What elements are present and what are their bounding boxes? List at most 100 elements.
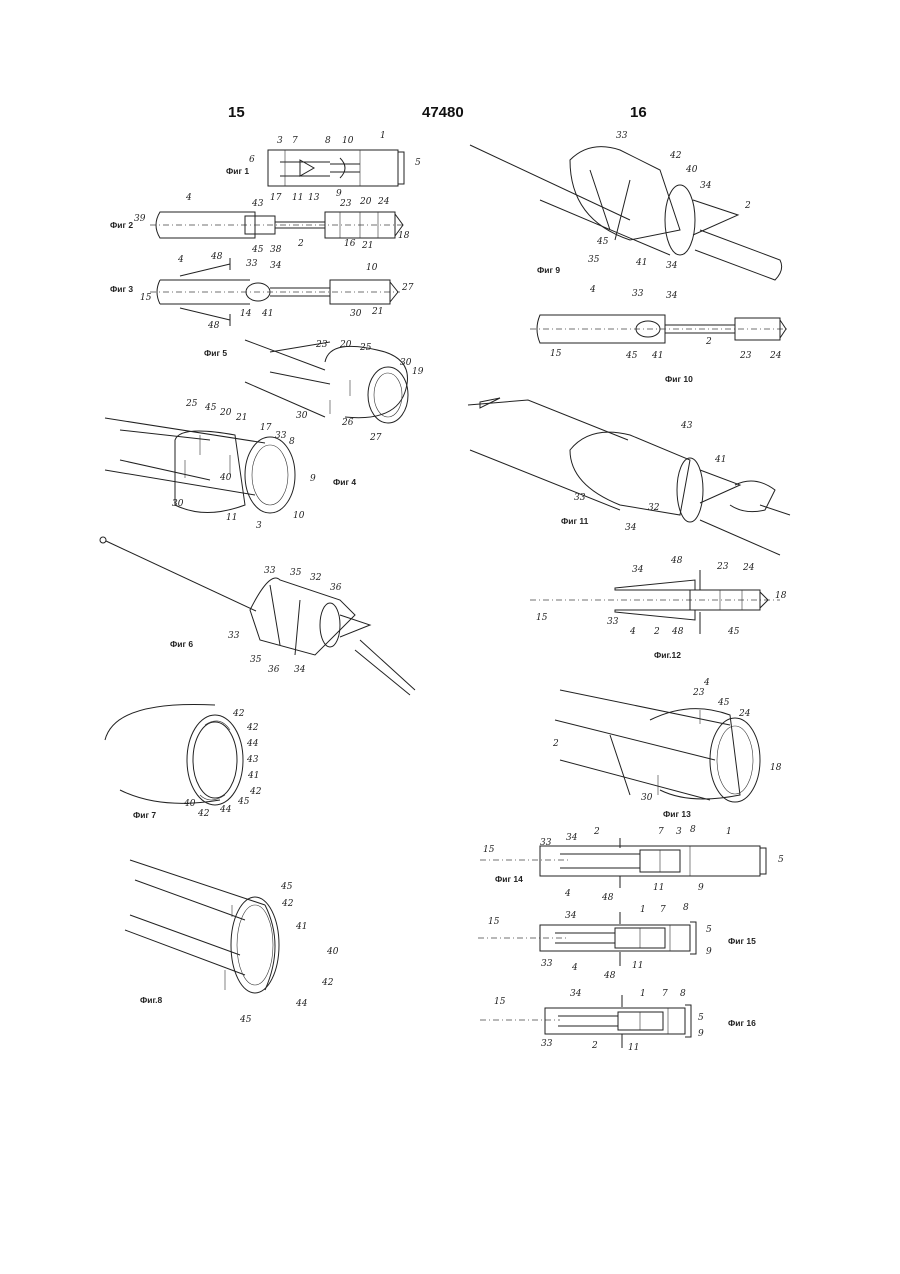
callout: 45 [239, 1015, 252, 1025]
callout: 43 [246, 755, 259, 765]
callout: 15 [494, 997, 506, 1007]
callout: 41 [651, 351, 663, 361]
callout: 33 [275, 431, 287, 441]
figure-2: Фиг 2 [110, 212, 405, 238]
callout: 35 [588, 255, 600, 265]
callout: 33 [632, 289, 644, 299]
fig15-label: Фиг 15 [728, 936, 756, 946]
callout: 42 [246, 723, 259, 733]
callout: 8 [325, 136, 331, 146]
callout: 34 [570, 989, 582, 999]
callout: 2 [593, 827, 600, 837]
callout: 2 [297, 239, 304, 249]
callout: 34 [700, 181, 712, 191]
callout: 4 [185, 193, 192, 203]
callout: 34 [625, 523, 637, 533]
callout: 9 [698, 1029, 704, 1039]
callout: 48 [207, 321, 220, 331]
callout: 4 [571, 963, 578, 973]
callout: 21 [235, 413, 247, 423]
fig5-label: Фиг 5 [204, 348, 227, 358]
callout: 41 [635, 258, 647, 268]
callout: 23 [739, 351, 752, 361]
callout: 34 [632, 565, 644, 575]
fig9-label: Фиг 9 [537, 265, 560, 275]
callout: 25 [359, 343, 372, 353]
callout: 7 [662, 989, 668, 999]
callout: 3 [256, 521, 262, 531]
callout: 2 [653, 627, 660, 637]
callout: 34 [566, 833, 578, 843]
callout: 18 [775, 591, 787, 601]
callout: 42 [249, 787, 262, 797]
callout: 32 [648, 503, 660, 513]
callout: 11 [292, 193, 303, 203]
callout: 10 [342, 136, 354, 146]
callout: 33 [541, 959, 553, 969]
callout: 48 [601, 893, 614, 903]
callout: 33 [264, 566, 276, 576]
callout: 3 [676, 827, 682, 837]
callout: 44 [295, 999, 308, 1009]
fig1-label: Фиг 1 [226, 166, 249, 176]
callout: 34 [270, 261, 282, 271]
callout: 48 [210, 252, 223, 262]
callout: 4 [177, 255, 184, 265]
callout: 45 [625, 351, 638, 361]
callout: 24 [742, 563, 755, 573]
callout: 11 [226, 513, 237, 523]
callout: 41 [261, 309, 273, 319]
callout: 33 [540, 838, 552, 848]
callout: 42 [669, 151, 682, 161]
fig7-label: Фиг 7 [133, 810, 156, 820]
callout: 27 [369, 433, 382, 443]
callout: 20 [219, 408, 232, 418]
callout: 15 [536, 613, 548, 623]
figure-13: Фиг 13 [555, 690, 760, 819]
callout: 2 [744, 201, 751, 211]
figure-12: Фиг.12 [530, 570, 780, 660]
callout: 41 [714, 455, 726, 465]
figure-6: Фиг 6 [100, 537, 415, 695]
callout: 48 [671, 627, 684, 637]
callout: 2 [591, 1041, 598, 1051]
callout: 36 [330, 583, 342, 593]
callout: 14 [240, 309, 252, 319]
figure-16: Фиг 16 [480, 995, 756, 1048]
fig10-label: Фиг 10 [665, 374, 693, 384]
callout: 45 [251, 245, 264, 255]
callout: 15 [140, 293, 152, 303]
figure-15: Фиг 15 [478, 912, 756, 966]
callout: 33 [228, 631, 240, 641]
callout: 10 [293, 511, 305, 521]
callout: 44 [246, 739, 259, 749]
callout: 9 [698, 883, 704, 893]
callout: 5 [778, 855, 784, 865]
callout: 39 [134, 214, 146, 224]
callout: 30 [172, 499, 184, 509]
fig3-label: Фиг 3 [110, 284, 133, 294]
callout: 45 [596, 237, 609, 247]
callout: 45 [717, 698, 730, 708]
callout: 23 [339, 199, 352, 209]
callout: 6 [249, 155, 255, 165]
callout: 4 [703, 678, 710, 688]
callout: 20 [359, 197, 372, 207]
callout: 27 [401, 283, 414, 293]
callout: 15 [488, 917, 500, 927]
callout: 15 [550, 349, 562, 359]
callout: 23 [716, 562, 729, 572]
figure-9: Фиг 9 [470, 145, 782, 280]
callout: 40 [183, 799, 196, 809]
callout: 1 [640, 905, 646, 915]
callout: 23 [315, 340, 328, 350]
callout: 38 [270, 245, 282, 255]
callout: 32 [310, 573, 322, 583]
fig8-label: Фиг.8 [140, 995, 163, 1005]
callout: 1 [726, 827, 732, 837]
callout: 8 [690, 825, 696, 835]
callout: 9 [706, 947, 712, 957]
callout: 24 [377, 197, 390, 207]
callout: 8 [683, 903, 689, 913]
